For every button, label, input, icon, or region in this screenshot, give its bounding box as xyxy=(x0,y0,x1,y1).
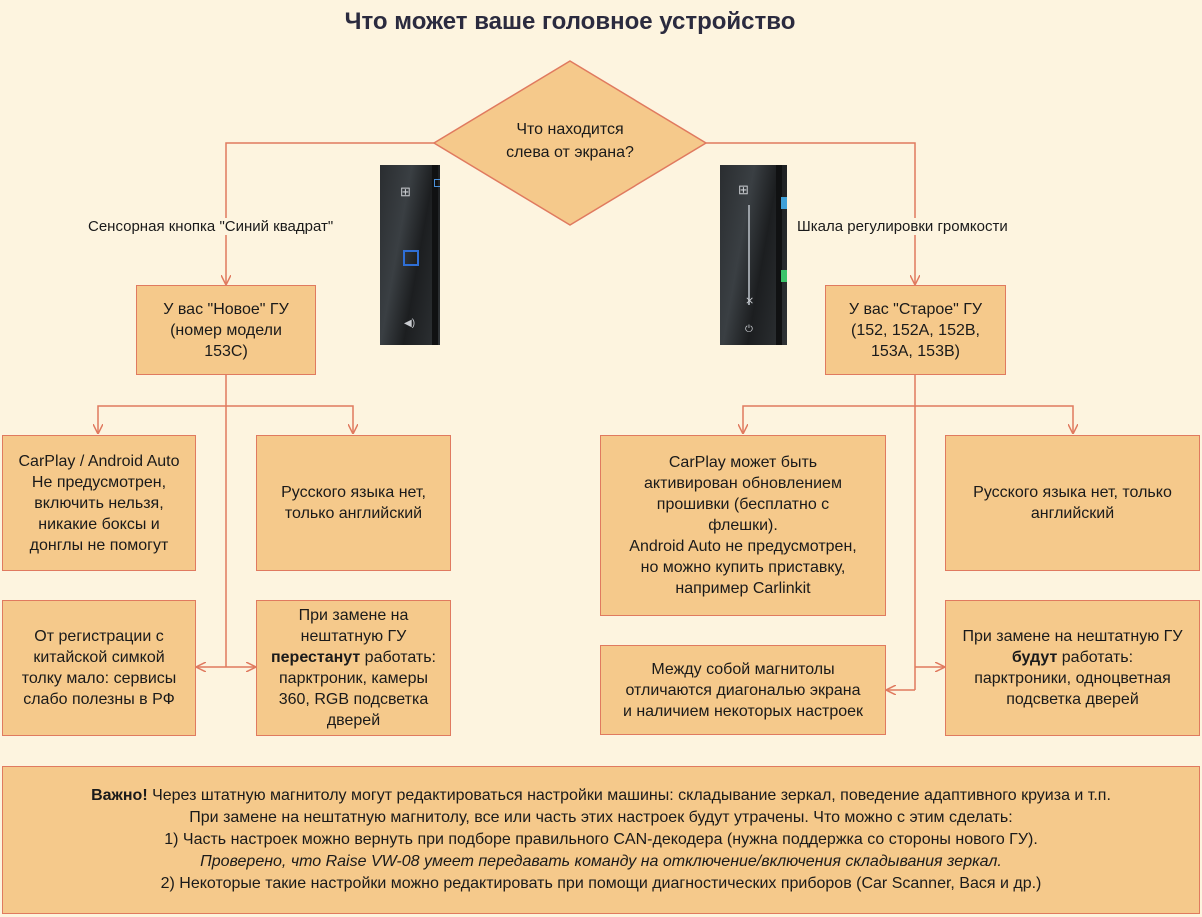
text-line: 360, RGB подсветка xyxy=(278,691,429,708)
text-fragment: работать: xyxy=(360,649,436,666)
new-carplay-box: CarPlay / Android Auto Не предусмотрен, … xyxy=(2,435,196,571)
old-carplay-box: CarPlay может быть активирован обновлени… xyxy=(600,435,886,616)
text-line: прошивки (бесплатно с xyxy=(656,496,830,513)
text-line: При замене на нештатную ГУ xyxy=(962,628,1183,645)
text-line: активирован обновлением xyxy=(644,475,842,492)
text-fragment: Через штатную магнитолу могут редактиров… xyxy=(147,787,1111,804)
mute-icon: ⨯ xyxy=(745,295,755,307)
note-line-1: Важно! Через штатную магнитолу могут ред… xyxy=(91,785,1111,807)
text-line: только английский xyxy=(284,505,423,522)
text-line: отличаются диагональю экрана xyxy=(625,681,861,699)
text-line: флешки). xyxy=(708,517,778,534)
blue-square-icon xyxy=(403,250,419,266)
note-italic-text: Проверено, что Raise VW-08 умеет передав… xyxy=(200,853,1002,870)
text-line: Между собой магнитолы xyxy=(651,660,835,678)
note-line-3: 1) Часть настроек можно вернуть при подб… xyxy=(164,831,1038,848)
arrow-right-carplay xyxy=(743,375,916,433)
text-line: парктроник, камеры xyxy=(279,670,428,687)
power-icon: ⏻ xyxy=(745,324,753,335)
new-head-unit-box: У вас "Новое" ГУ (номер модели 153С) xyxy=(136,285,316,375)
edge-indicator-icon xyxy=(434,179,440,187)
question-line-1: Что находится xyxy=(516,121,624,138)
new-language-box: Русского языка нет, только английский xyxy=(256,435,451,571)
arrow-right-language xyxy=(915,405,1073,433)
text-line: например Carlinkit xyxy=(675,580,811,597)
decision-diamond xyxy=(432,60,708,226)
app-icon xyxy=(781,197,787,209)
question-line-2: слева от экрана? xyxy=(506,144,634,161)
text-line: подсветка дверей xyxy=(1006,691,1139,708)
volume-slider-track xyxy=(748,205,750,305)
text-line: Русского языка нет, xyxy=(281,484,426,501)
text-line: будут работать: xyxy=(963,647,1183,668)
old-head-unit-box: У вас "Старое" ГУ (152, 152А, 152В, 153А… xyxy=(825,285,1006,375)
text-line: дверей xyxy=(326,712,381,729)
text-line: парктроники, одноцветная xyxy=(974,670,1171,687)
text-line: китайской симкой xyxy=(33,649,165,666)
emphasis-will-work: будут xyxy=(1011,649,1058,666)
note-line-4: Проверено, что Raise VW-08 умеет передав… xyxy=(200,851,1002,873)
old-replace-box: При замене на нештатную ГУ будут работат… xyxy=(945,600,1200,736)
old-head-unit-photo: ⊞ ⨯ ⏻ xyxy=(720,165,787,345)
note-line-5: 2) Некоторые такие настройки можно редак… xyxy=(160,875,1042,892)
text-line: включить нельзя, xyxy=(34,494,164,512)
text-line: CarPlay может быть xyxy=(668,454,818,471)
text-line: и наличием некоторых настроек xyxy=(622,702,864,720)
arrow-left-language xyxy=(226,405,353,433)
text-line: но можно купить приставку, xyxy=(640,559,846,576)
text-line: У вас "Старое" ГУ xyxy=(848,300,983,318)
app-icon xyxy=(781,270,787,282)
volume-icon: ◀) xyxy=(404,318,416,329)
text-line: слабо полезны в РФ xyxy=(23,691,175,708)
new-registration-box: От регистрации с китайской симкой толку … xyxy=(2,600,196,736)
text-line: перестанут работать: xyxy=(271,647,436,668)
text-line: Не предусмотрен, xyxy=(31,473,167,491)
arrow-to-new-head-unit xyxy=(226,142,434,284)
text-fragment: работать: xyxy=(1057,649,1134,666)
text-line: При замене на xyxy=(298,607,409,624)
text-line: Русского языка нет, только xyxy=(973,484,1172,501)
text-line: донглы не помогут xyxy=(29,536,169,554)
page-title: Что может ваше головное устройство xyxy=(344,8,796,35)
text-line: У вас "Новое" ГУ xyxy=(163,300,289,318)
note-important-label: Важно! xyxy=(91,787,148,804)
right-branch-label: Шкала регулировки громкости xyxy=(795,218,1010,235)
text-line: никакие боксы и xyxy=(38,515,160,533)
text-line: (152, 152А, 152В, xyxy=(851,321,980,339)
old-language-box: Русского языка нет, только английский xyxy=(945,435,1200,571)
note-line-2: При замене на нештатную магнитолу, все и… xyxy=(189,809,1013,826)
text-line: 153А, 153В) xyxy=(871,342,960,360)
important-note: Важно! Через штатную магнитолу могут ред… xyxy=(2,766,1200,914)
text-line: От регистрации с xyxy=(34,628,164,645)
emphasis-stop-working: перестанут xyxy=(270,649,361,666)
text-line: нештатную ГУ xyxy=(300,628,407,645)
text-line: Android Auto не предусмотрен, xyxy=(629,538,857,555)
grid-icon: ⊞ xyxy=(400,184,411,199)
decision-question: Что находится слева от экрана? xyxy=(440,118,700,164)
new-head-unit-photo: ⊞ ◀) xyxy=(380,165,440,345)
arrow-left-carplay xyxy=(98,375,227,433)
text-line: (номер модели xyxy=(170,321,282,339)
text-line: 153С) xyxy=(204,342,248,360)
left-branch-label: Сенсорная кнопка "Синий квадрат" xyxy=(86,218,336,235)
arrow-to-old-head-unit xyxy=(706,142,915,284)
text-line: CarPlay / Android Auto xyxy=(18,452,180,470)
text-line: английский xyxy=(1030,505,1115,522)
new-replace-box: При замене на нештатную ГУ перестанут ра… xyxy=(256,600,451,736)
old-difference-box: Между собой магнитолы отличаются диагона… xyxy=(600,645,886,735)
text-line: толку мало: сервисы xyxy=(21,670,177,687)
grid-icon: ⊞ xyxy=(738,182,749,197)
